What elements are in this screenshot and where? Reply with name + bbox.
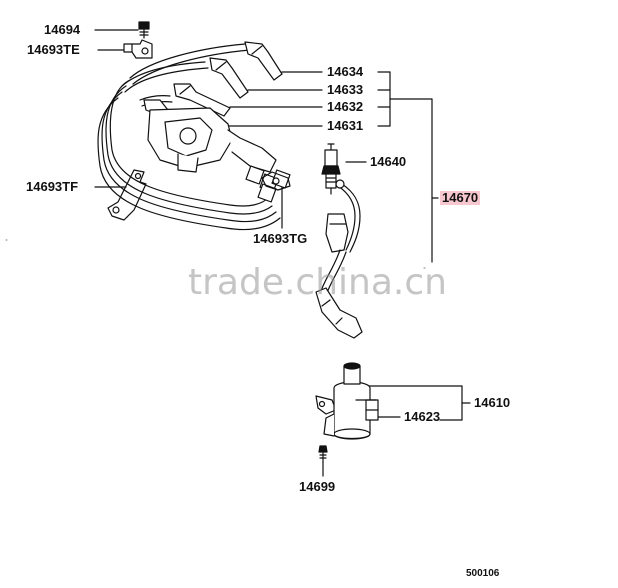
label-14633: 14633 [327, 82, 364, 97]
label-14694: 14694 [44, 22, 81, 37]
label-14699: 14699 [299, 479, 336, 494]
label-14670-highlighted: 14670 [440, 190, 481, 205]
label-14640: 14640 [370, 154, 407, 169]
ignition-coil-part [315, 362, 379, 440]
bolt-part [138, 21, 150, 39]
distributor-part [147, 107, 291, 203]
watermark-text: trade.china.cn [188, 262, 447, 303]
label-14632: 14632 [327, 99, 364, 114]
spark-plug-part [321, 143, 341, 195]
plug-caps [143, 41, 283, 133]
label-14634: 14634 [327, 64, 364, 79]
ignition-cables [97, 43, 281, 231]
clip-tg-part [261, 171, 291, 191]
clip-te-part [123, 39, 153, 59]
diagram-code: 500106 [466, 568, 500, 579]
label-14610: 14610 [474, 395, 511, 410]
coil-lead-part [315, 179, 363, 339]
label-14693te: 14693TE [27, 42, 80, 57]
screw-part [318, 445, 328, 463]
label-14693tf: 14693TF [26, 179, 79, 194]
label-14623: 14623 [404, 409, 441, 424]
label-14693tg: 14693TG [253, 231, 308, 246]
bracket-tf-part [107, 169, 147, 221]
specks [5, 239, 426, 269]
label-14631: 14631 [327, 118, 364, 133]
